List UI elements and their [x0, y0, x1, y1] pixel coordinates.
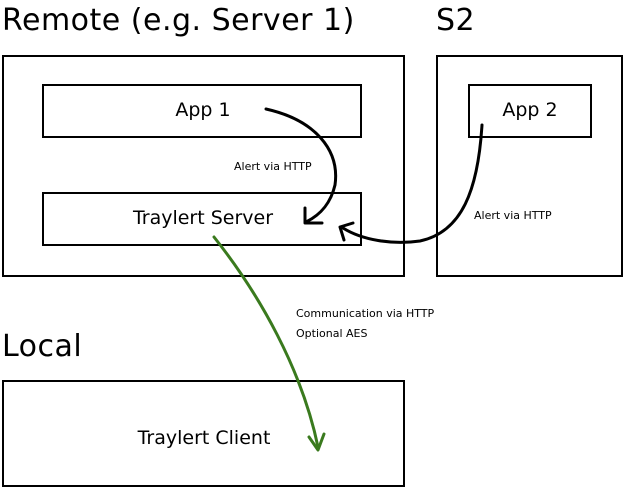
communication-note-line2: Optional AES: [296, 327, 368, 340]
app2-alert-note: Alert via HTTP: [474, 209, 552, 222]
app1-box: [42, 84, 362, 138]
remote-heading: Remote (e.g. Server 1): [2, 3, 355, 38]
local-container: [2, 380, 405, 487]
app2-box: [468, 84, 592, 138]
server-label: Traylert Server: [132, 207, 274, 229]
app1-label: App 1: [175, 99, 231, 121]
app2-label: App 2: [502, 99, 558, 121]
client-label: Traylert Client: [137, 427, 271, 449]
communication-note-line1: Communication via HTTP: [296, 307, 435, 320]
local-heading: Local: [2, 329, 83, 364]
app1-alert-note: Alert via HTTP: [234, 160, 312, 173]
s2-heading: S2: [436, 3, 476, 38]
